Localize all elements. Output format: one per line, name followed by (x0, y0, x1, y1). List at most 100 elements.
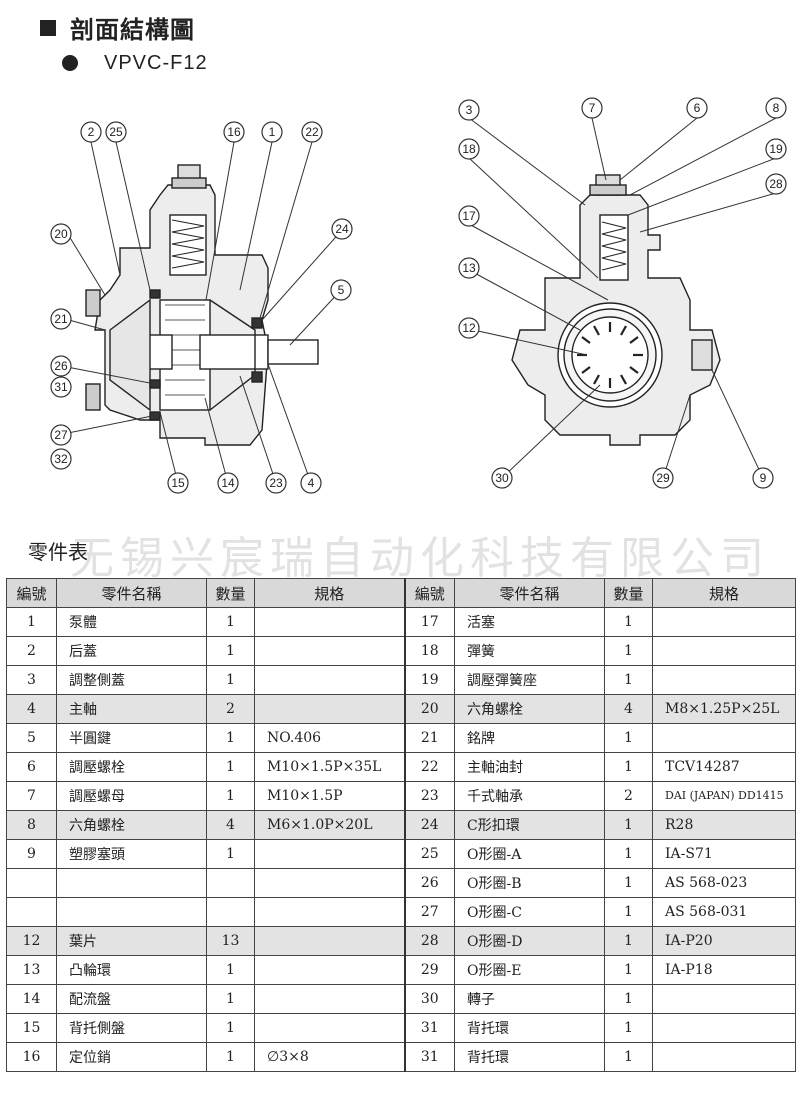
callout-left-4: 22 (301, 121, 323, 143)
callout-left-6: 24 (331, 218, 353, 240)
header-qty-1: 數量 (206, 578, 255, 608)
cell-no: 19 (403, 665, 455, 695)
cell-qty: 1 (604, 839, 653, 869)
callout-left-5: 20 (50, 223, 72, 245)
cell-name: 塑膠塞頭 (56, 839, 207, 869)
cell-no: 23 (403, 781, 455, 811)
svg-text:2: 2 (88, 125, 95, 139)
cell-qty: 1 (604, 636, 653, 666)
cell-no: 22 (403, 752, 455, 782)
svg-text:27: 27 (54, 428, 68, 442)
svg-text:22: 22 (305, 125, 319, 139)
cell-qty: 1 (206, 955, 255, 985)
cell-name: O形圈-C (454, 897, 605, 927)
cell-name: 定位銷 (56, 1042, 207, 1072)
cell-no: 8 (6, 810, 57, 840)
cell-spec: NO.406 (254, 723, 405, 753)
cell-name: 背托環 (454, 1042, 605, 1072)
callout-left-8: 21 (50, 308, 72, 330)
cell-name: 六角螺栓 (56, 810, 207, 840)
cell-no: 1 (6, 607, 57, 637)
callout-left-16: 4 (300, 472, 322, 494)
cell-name: 調壓螺母 (56, 781, 207, 811)
cell-qty: 1 (206, 665, 255, 695)
cell-name: 調整側蓋 (56, 665, 207, 695)
cell-spec: AS 568-031 (652, 897, 796, 927)
cell-no: 21 (403, 723, 455, 753)
cross-section-diagrams: 2 25 16 1 22 20 24 5 21 26 31 27 32 15 1… (50, 97, 787, 494)
cell-no: 6 (6, 752, 57, 782)
cell-spec (254, 839, 405, 869)
header-name-1: 零件名稱 (56, 578, 207, 608)
cell-spec (254, 926, 405, 956)
svg-text:3: 3 (466, 103, 473, 117)
cell-qty: 2 (604, 781, 653, 811)
cell-name: 銘牌 (454, 723, 605, 753)
cell-no: 30 (403, 984, 455, 1014)
cell-no: 31 (403, 1042, 455, 1072)
callout-left-11: 27 (50, 424, 72, 446)
cell-no: 5 (6, 723, 57, 753)
cell-name: O形圈-D (454, 926, 605, 956)
cell-qty: 1 (206, 607, 255, 637)
cell-spec (652, 636, 796, 666)
callout-right-5: 19 (765, 138, 787, 160)
cell-qty (206, 868, 255, 898)
callout-right-2: 6 (686, 97, 708, 119)
cell-qty (206, 897, 255, 927)
cell-no: 12 (6, 926, 57, 956)
svg-text:18: 18 (462, 142, 476, 156)
cell-qty: 1 (206, 781, 255, 811)
cell-name: 六角螺栓 (454, 694, 605, 724)
cell-qty: 1 (604, 752, 653, 782)
cell-name (56, 897, 207, 927)
cell-qty: 1 (206, 723, 255, 753)
callout-left-0: 2 (80, 121, 102, 143)
svg-text:29: 29 (656, 471, 670, 485)
cell-name: 半圓鍵 (56, 723, 207, 753)
callout-right-0: 3 (458, 99, 480, 121)
cell-spec: M6×1.0P×20L (254, 810, 405, 840)
svg-text:6: 6 (694, 101, 701, 115)
cell-no: 28 (403, 926, 455, 956)
cell-spec (254, 1013, 405, 1043)
header-no-1: 編號 (6, 578, 57, 608)
cell-spec: IA-S71 (652, 839, 796, 869)
section-title: 剖面結構圖 (40, 10, 195, 45)
header-spec-2: 規格 (652, 578, 796, 608)
cell-no: 31 (403, 1013, 455, 1043)
model-line: VPVC-F12 (62, 50, 208, 75)
svg-text:30: 30 (495, 471, 509, 485)
callout-left-7: 5 (330, 279, 352, 301)
svg-text:23: 23 (269, 476, 283, 490)
callout-right-4: 18 (458, 138, 480, 160)
svg-text:25: 25 (109, 125, 123, 139)
header-spec-1: 規格 (254, 578, 405, 608)
cell-name: 千式軸承 (454, 781, 605, 811)
cell-name: C形扣環 (454, 810, 605, 840)
callout-left-9: 26 (50, 355, 72, 377)
cell-qty: 1 (206, 984, 255, 1014)
cell-qty: 1 (604, 1042, 653, 1072)
cell-spec (652, 984, 796, 1014)
table-header-row: 編號 零件名稱 數量 規格 編號 零件名稱 數量 規格 (6, 578, 796, 608)
cell-no: 9 (6, 839, 57, 869)
callout-right-7: 17 (458, 205, 480, 227)
cell-spec: IA-P20 (652, 926, 796, 956)
cell-qty: 1 (206, 1013, 255, 1043)
callout-left-2: 16 (223, 121, 245, 143)
svg-text:14: 14 (221, 476, 235, 490)
svg-text:9: 9 (760, 471, 767, 485)
cell-qty: 1 (604, 1013, 653, 1043)
cell-qty: 1 (604, 868, 653, 898)
cell-spec: M10×1.5P (254, 781, 405, 811)
header-no-2: 編號 (403, 578, 455, 608)
callout-right-10: 30 (491, 467, 513, 489)
callout-left-13: 15 (167, 472, 189, 494)
